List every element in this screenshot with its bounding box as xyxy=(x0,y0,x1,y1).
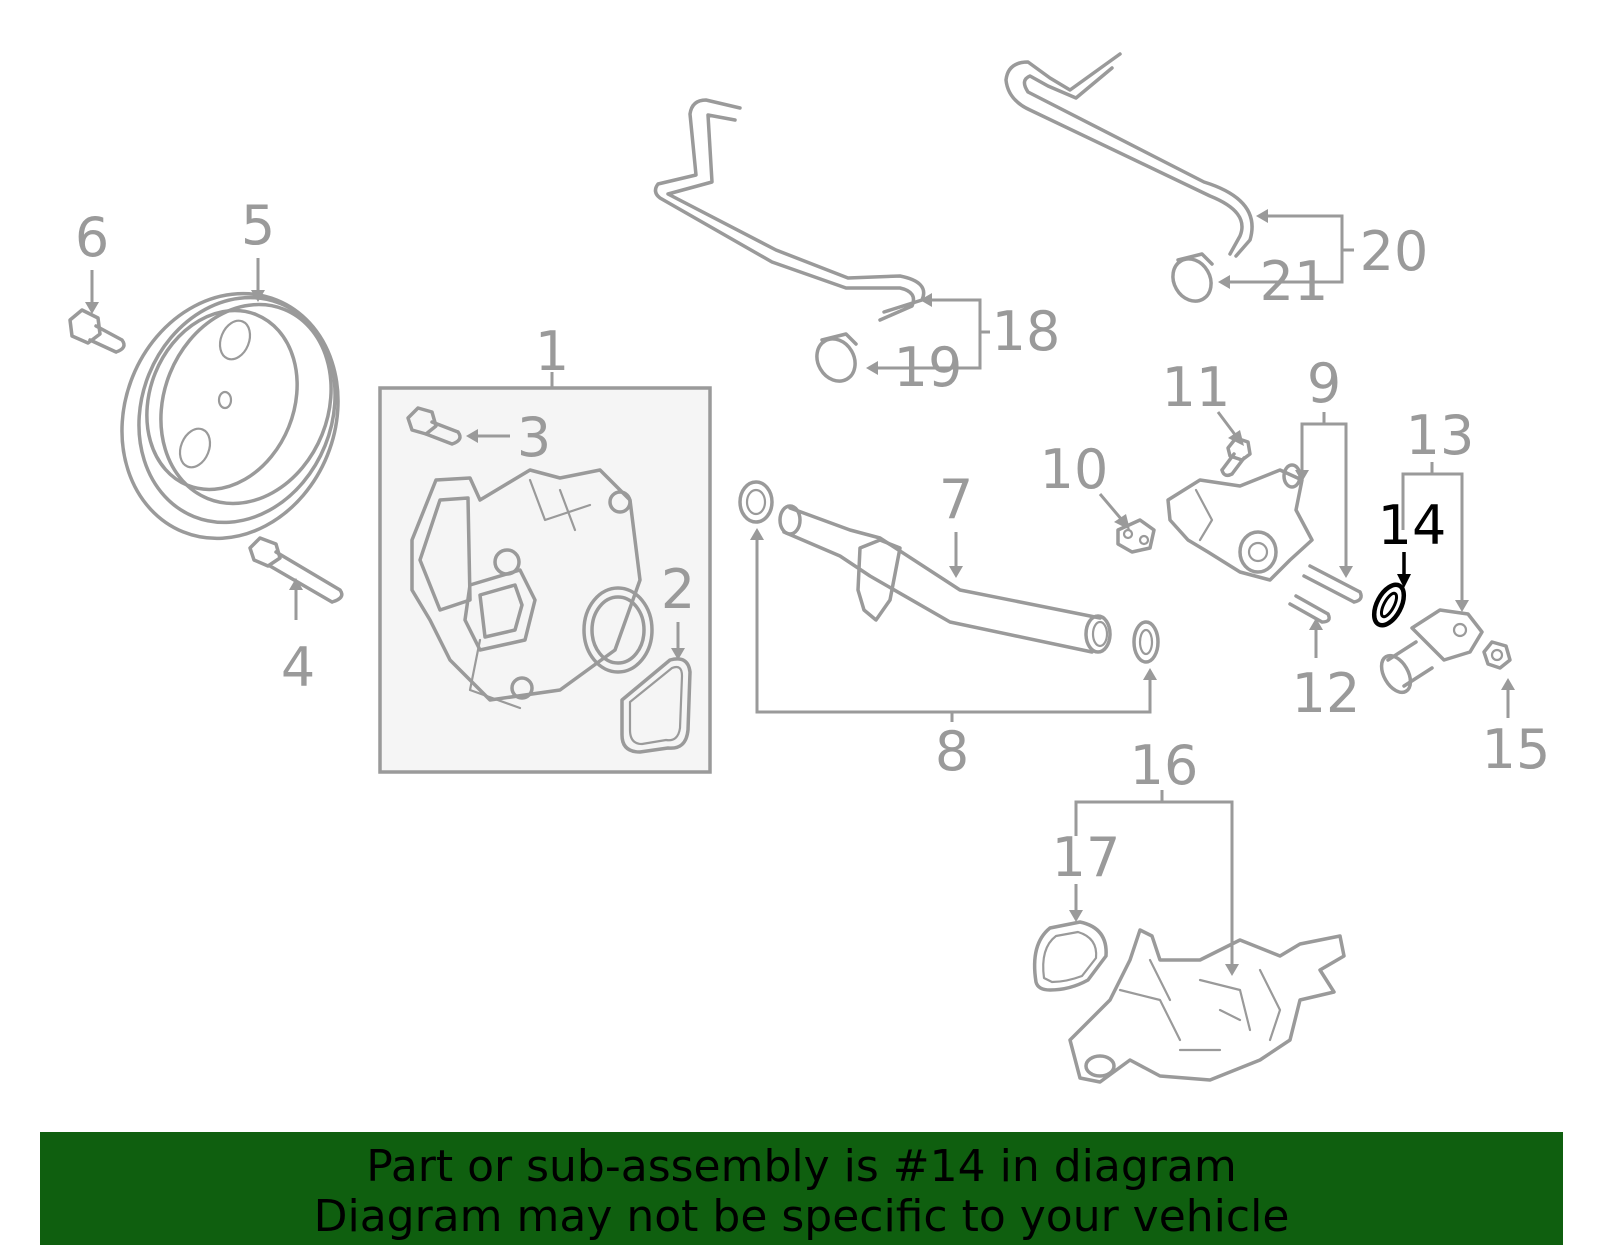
callout-16: 16 xyxy=(1130,734,1199,797)
callout-13: 13 xyxy=(1406,404,1475,467)
parts-diagram: 1 2 3 4 5 6 7 8 9 10 11 12 13 14 15 16 1… xyxy=(68,52,1551,1084)
part-bolt-4 xyxy=(248,536,344,604)
part-clamp-21 xyxy=(1171,252,1214,303)
callout-18: 18 xyxy=(992,300,1061,363)
callout-labels: 1 2 3 4 5 6 7 8 9 10 11 12 13 14 15 16 1… xyxy=(75,194,1551,889)
banner-line-1: Part or sub-assembly is #14 in diagram xyxy=(366,1141,1237,1192)
part-bolt-6 xyxy=(68,308,126,354)
callout-11: 11 xyxy=(1162,356,1231,419)
callout-15: 15 xyxy=(1482,718,1551,781)
part-thermostat-housing xyxy=(1166,463,1314,582)
part-hose-18 xyxy=(653,98,926,322)
part-gasket-17 xyxy=(1032,920,1108,992)
part-housing-assembly-16 xyxy=(1068,928,1346,1084)
callout-19: 19 xyxy=(894,336,963,399)
callout-6: 6 xyxy=(75,206,109,269)
part-pulley xyxy=(120,291,340,541)
callout-4: 4 xyxy=(281,636,315,699)
callout-17: 17 xyxy=(1052,826,1121,889)
leader-lines xyxy=(85,209,1515,976)
part-bolt-3 xyxy=(406,406,462,446)
part-o-ring-14-highlighted xyxy=(1371,582,1407,628)
callout-7: 7 xyxy=(939,468,973,531)
info-banner: Part or sub-assembly is #14 in diagram D… xyxy=(40,1132,1563,1245)
banner-line-2: Diagram may not be specific to your vehi… xyxy=(313,1191,1290,1242)
part-nut-15 xyxy=(1482,640,1512,670)
part-gasket-10 xyxy=(1116,518,1156,554)
callout-20: 20 xyxy=(1360,220,1429,283)
callout-2: 2 xyxy=(661,558,695,621)
part-gasket-2 xyxy=(620,657,692,754)
callout-10: 10 xyxy=(1040,438,1109,501)
part-bolt-11 xyxy=(1220,436,1252,478)
callout-3: 3 xyxy=(517,406,551,469)
callout-5: 5 xyxy=(241,194,275,257)
callout-8: 8 xyxy=(935,720,969,783)
part-hose-20 xyxy=(1004,52,1254,258)
callout-12: 12 xyxy=(1292,662,1361,725)
part-water-pump xyxy=(410,468,654,710)
part-clamp-19 xyxy=(815,332,858,383)
part-studs-12 xyxy=(1288,564,1363,624)
callout-1: 1 xyxy=(535,320,569,383)
water-pump-inset-box xyxy=(378,386,712,774)
part-outlet-13 xyxy=(1379,608,1484,695)
callout-14-highlighted: 14 xyxy=(1378,494,1447,557)
part-o-rings-8 xyxy=(738,480,1160,664)
callout-21: 21 xyxy=(1260,250,1329,313)
part-coolant-pipe xyxy=(778,504,1112,654)
callout-9: 9 xyxy=(1307,352,1341,415)
